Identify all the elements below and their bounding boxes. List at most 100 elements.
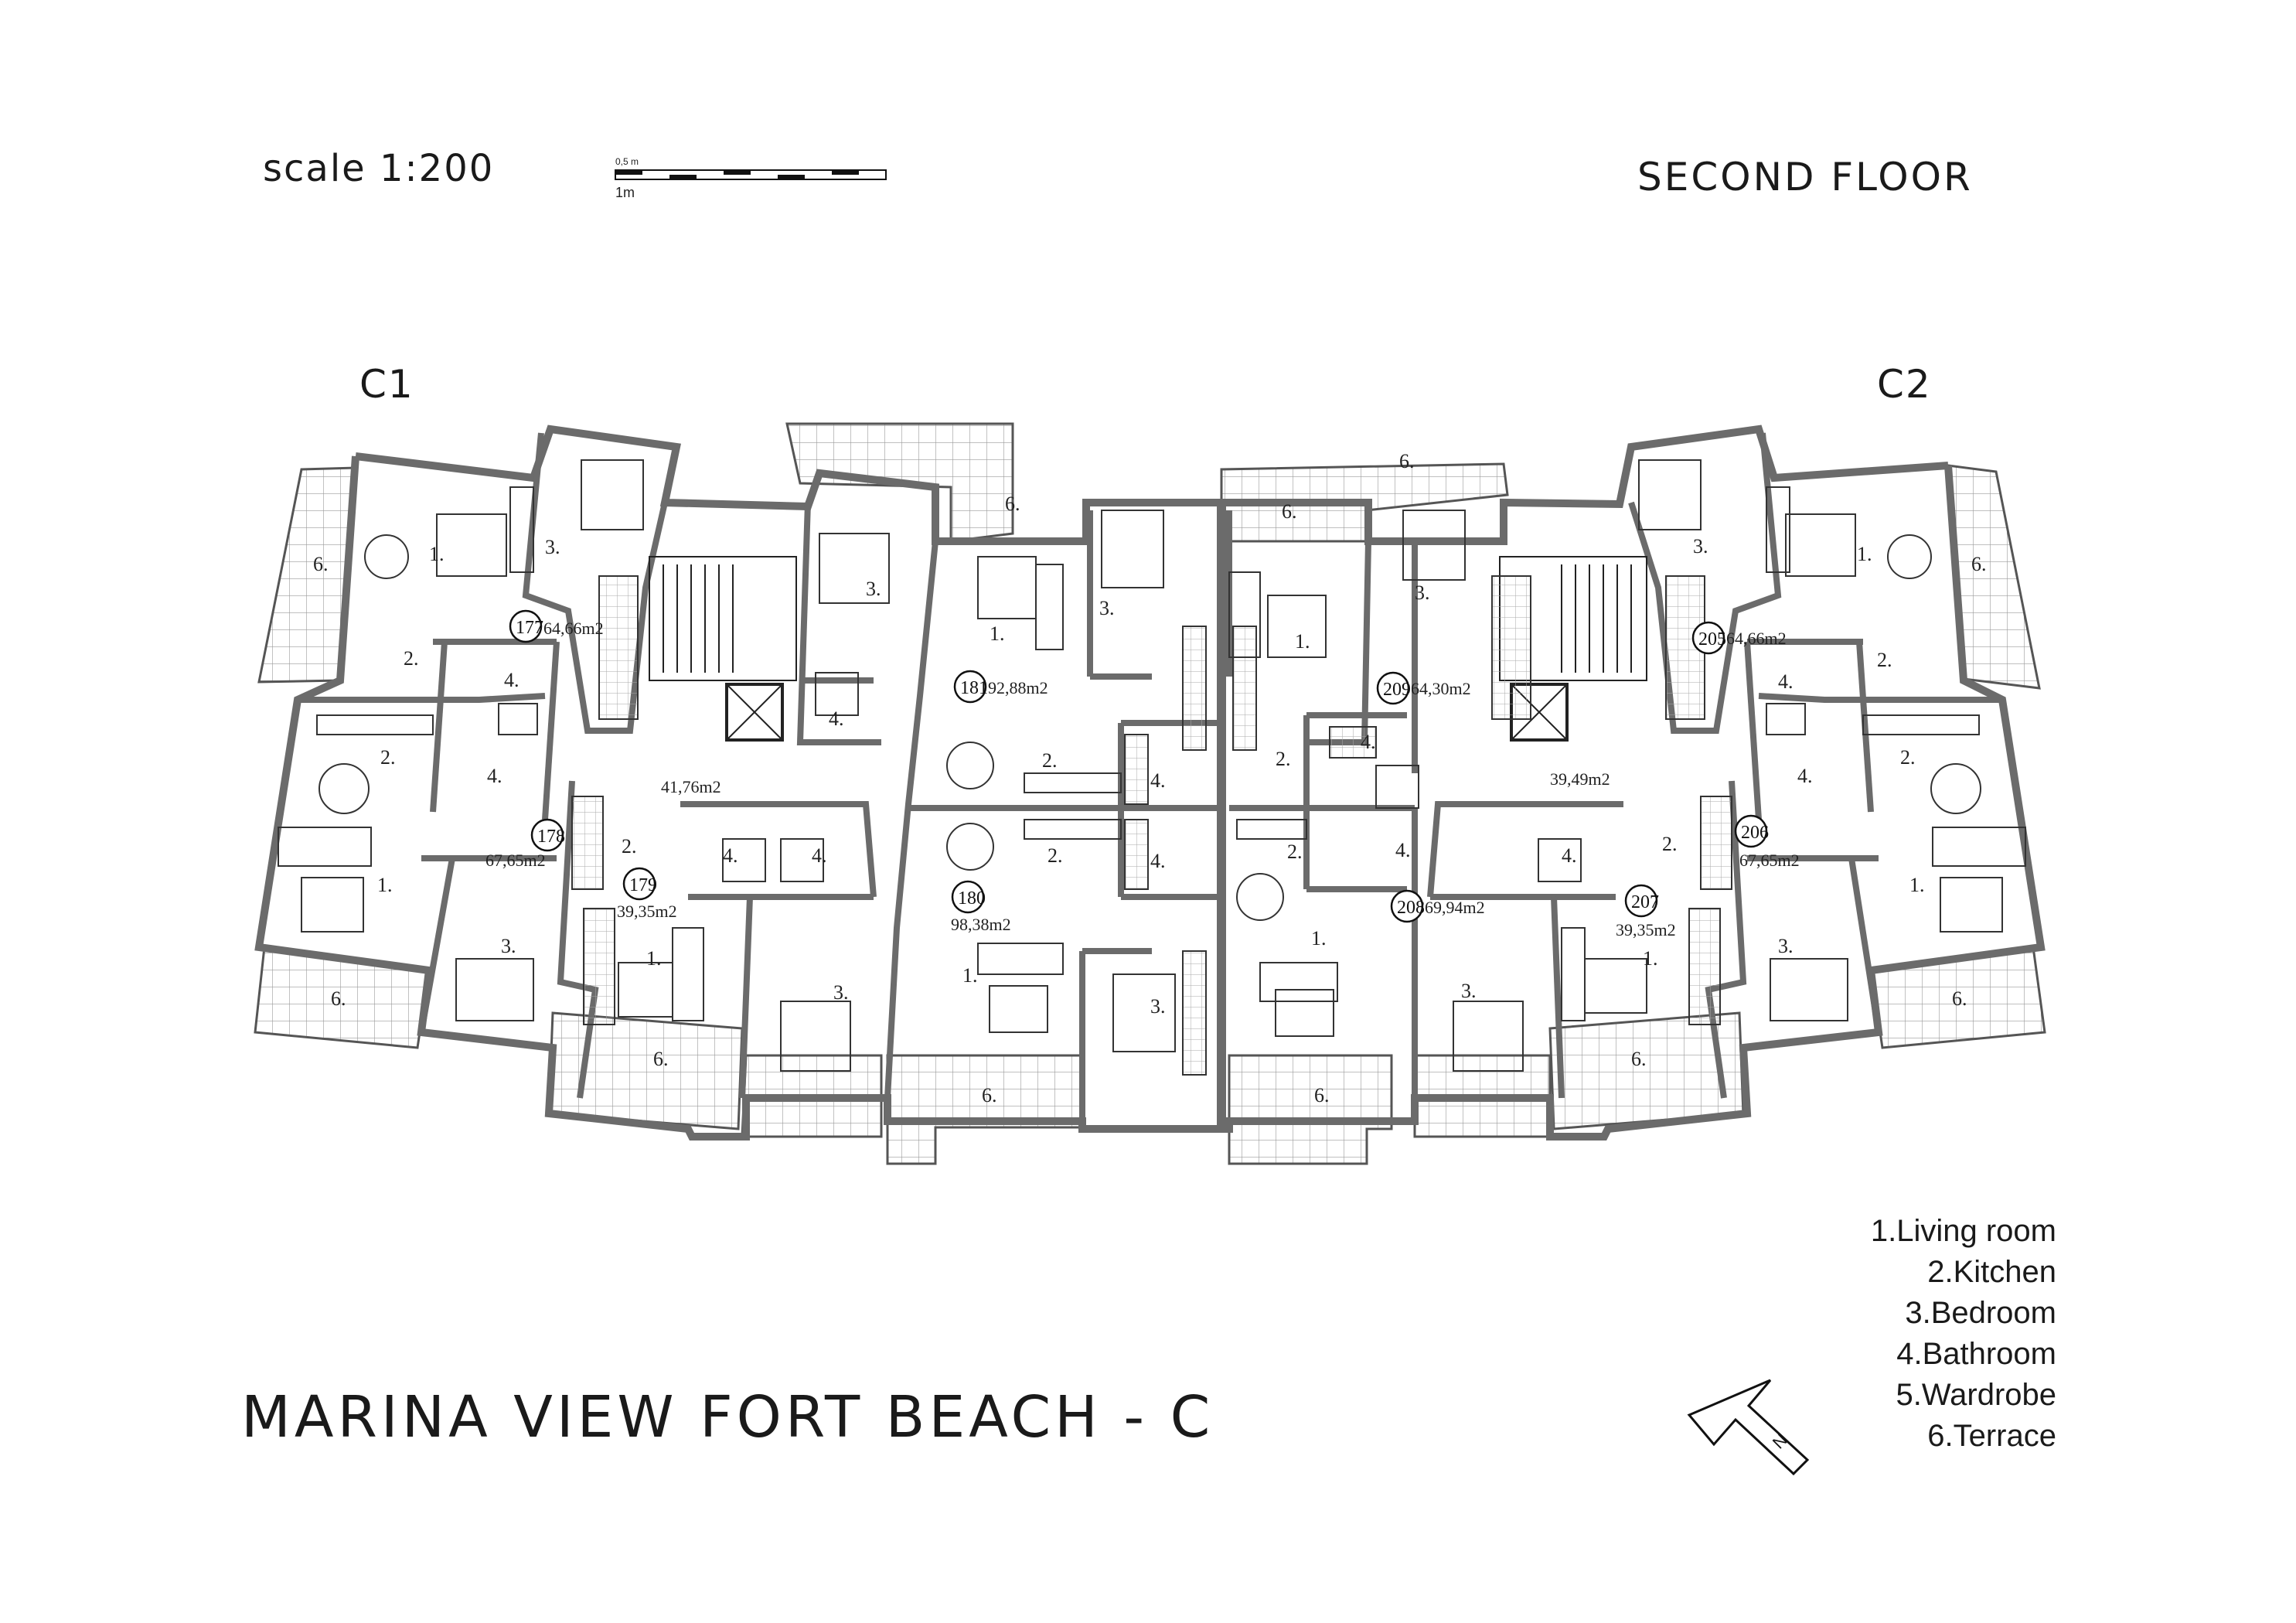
svg-text:3.: 3. (1415, 581, 1430, 604)
stair-core-left (649, 556, 797, 742)
svg-text:205: 205 (1698, 629, 1726, 650)
svg-text:3.: 3. (833, 981, 849, 1004)
apartment-208: 208 69,94m2 (1390, 889, 1485, 923)
svg-text:206: 206 (1741, 823, 1769, 843)
svg-text:4.: 4. (1797, 765, 1813, 787)
svg-text:1.: 1. (1295, 630, 1310, 653)
svg-text:4.: 4. (723, 844, 738, 867)
svg-text:4.: 4. (504, 669, 519, 691)
svg-text:67,65m2: 67,65m2 (485, 851, 546, 870)
svg-text:1.: 1. (990, 622, 1005, 645)
block-label-right: C2 (1877, 362, 1932, 407)
apartment-178: 178 67,65m2 (485, 818, 565, 870)
svg-text:69,94m2: 69,94m2 (1425, 898, 1485, 917)
interior-walls (298, 432, 2002, 1129)
svg-text:2.: 2. (1900, 746, 1916, 769)
scale-bar: 0,5 m 1m (615, 156, 887, 200)
north-arrow-icon: N (1687, 1379, 1810, 1476)
svg-text:1.: 1. (646, 947, 662, 970)
svg-text:4.: 4. (1361, 731, 1376, 753)
svg-text:92,88m2: 92,88m2 (988, 678, 1048, 697)
svg-text:64,66m2: 64,66m2 (1726, 629, 1787, 648)
svg-text:3.: 3. (866, 578, 881, 600)
svg-text:3.: 3. (1693, 535, 1708, 557)
svg-text:2.: 2. (1042, 749, 1058, 772)
legend-item-wardrobe: 5.Wardrobe (1896, 1378, 2057, 1412)
svg-text:4.: 4. (829, 708, 844, 730)
walls (254, 425, 2046, 1141)
svg-text:208: 208 (1397, 898, 1425, 918)
svg-text:4.: 4. (1150, 769, 1166, 792)
svg-text:6.: 6. (1005, 493, 1020, 515)
apartment-179: 179 39,35m2 (617, 867, 677, 921)
legend-item-bathroom: 4.Bathroom (1896, 1337, 2056, 1371)
svg-text:207: 207 (1631, 892, 1659, 912)
svg-text:6.: 6. (1282, 500, 1297, 523)
stair-core-right (1499, 556, 1647, 742)
apartment-180: 180 98,38m2 (951, 880, 1011, 934)
legend-item-living: 1.Living room (1870, 1214, 2056, 1248)
svg-text:67,65m2: 67,65m2 (1739, 851, 1800, 870)
wall-bottom-left (254, 455, 1221, 1141)
svg-text:3.: 3. (545, 536, 560, 558)
apartment-206: 206 67,65m2 (1734, 814, 1800, 870)
furniture (278, 459, 2026, 1072)
svg-text:2.: 2. (1048, 844, 1063, 867)
svg-text:1.: 1. (1857, 543, 1872, 565)
svg-text:39,35m2: 39,35m2 (617, 902, 677, 921)
svg-text:4.: 4. (1150, 850, 1166, 872)
svg-text:6.: 6. (331, 987, 346, 1010)
svg-text:4.: 4. (1395, 839, 1411, 861)
terrace-208 (1228, 1054, 1393, 1165)
terrace-180 (886, 1054, 1084, 1165)
svg-text:6.: 6. (1971, 553, 1987, 575)
project-title: MARINA VIEW FORT BEACH - C (241, 1384, 1214, 1451)
svg-text:178: 178 (537, 827, 565, 847)
apartment-207: 207 39,35m2 (1616, 884, 1676, 939)
svg-text:2.: 2. (1276, 748, 1291, 770)
svg-text:179: 179 (629, 875, 657, 895)
corridor-area-right: 39,49m2 (1550, 769, 1610, 789)
svg-text:6.: 6. (313, 553, 329, 575)
svg-text:6.: 6. (1399, 450, 1415, 472)
svg-text:3.: 3. (1778, 935, 1794, 957)
wall-bottom-right (1221, 465, 2046, 1141)
wall-top-left (355, 425, 1221, 545)
svg-text:1.: 1. (962, 964, 978, 987)
scale-bar-unit-label: 1m (615, 185, 635, 200)
terraces (254, 422, 2046, 1165)
floor-label: SECOND FLOOR (1637, 155, 1973, 199)
svg-text:177: 177 (516, 618, 543, 638)
svg-text:39,35m2: 39,35m2 (1616, 920, 1676, 939)
svg-text:6.: 6. (982, 1084, 997, 1106)
svg-text:1.: 1. (1311, 927, 1327, 950)
svg-text:1.: 1. (377, 874, 393, 896)
svg-text:3.: 3. (1099, 597, 1115, 619)
corridor-area-left: 41,76m2 (661, 777, 721, 796)
svg-text:4.: 4. (1562, 844, 1577, 867)
apartment-209: 209 64,30m2 (1376, 671, 1471, 705)
scale-label: scale 1:200 (263, 147, 495, 190)
svg-text:4.: 4. (1778, 670, 1794, 693)
apartment-205: 205 64,66m2 (1691, 621, 1787, 655)
room-legend: 1.Living room 2.Kitchen 3.Bedroom 4.Bath… (1801, 1211, 2056, 1457)
svg-text:4.: 4. (487, 765, 502, 787)
svg-text:64,66m2: 64,66m2 (543, 619, 604, 638)
svg-text:1.: 1. (1909, 874, 1925, 896)
svg-text:2.: 2. (1877, 649, 1892, 671)
scale-bar-small-label: 0,5 m (615, 156, 639, 167)
svg-text:2.: 2. (622, 835, 637, 858)
svg-text:1.: 1. (1643, 947, 1658, 970)
legend-item-terrace: 6.Terrace (1927, 1419, 2056, 1453)
svg-text:181: 181 (960, 678, 988, 698)
svg-text:1.: 1. (429, 543, 445, 565)
svg-text:3.: 3. (1461, 980, 1477, 1002)
svg-text:2.: 2. (1287, 840, 1303, 863)
block-label-left: C1 (359, 362, 414, 407)
svg-text:4.: 4. (812, 844, 827, 867)
svg-text:180: 180 (958, 888, 986, 909)
apartment-labels: 177 64,66m2 178 67,65m2 179 39,35m2 180 … (485, 609, 1800, 939)
svg-text:2.: 2. (380, 746, 396, 769)
svg-text:98,38m2: 98,38m2 (951, 915, 1011, 934)
